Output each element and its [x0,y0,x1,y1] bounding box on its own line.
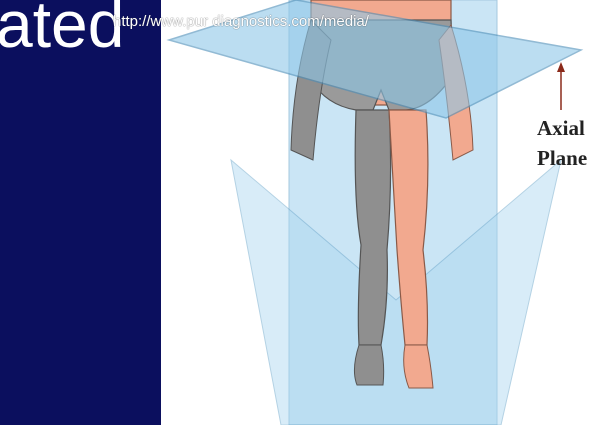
axial-arrowhead [557,62,565,72]
right-foot [404,345,433,388]
anatomical-planes-figure [161,0,607,425]
anatomical-planes-illustration [161,0,607,425]
slide-title: ated [0,0,124,62]
axial-label-line2: Plane [537,143,587,173]
title-panel: ated [0,0,161,425]
left-foot [354,345,383,385]
source-url-caption[interactable]: http://www.pur diagnostics.com/media/ [113,13,369,30]
axial-label-line1: Axial [537,113,587,143]
left-leg [355,110,390,345]
axial-plane-label: Axial Plane [537,113,587,173]
